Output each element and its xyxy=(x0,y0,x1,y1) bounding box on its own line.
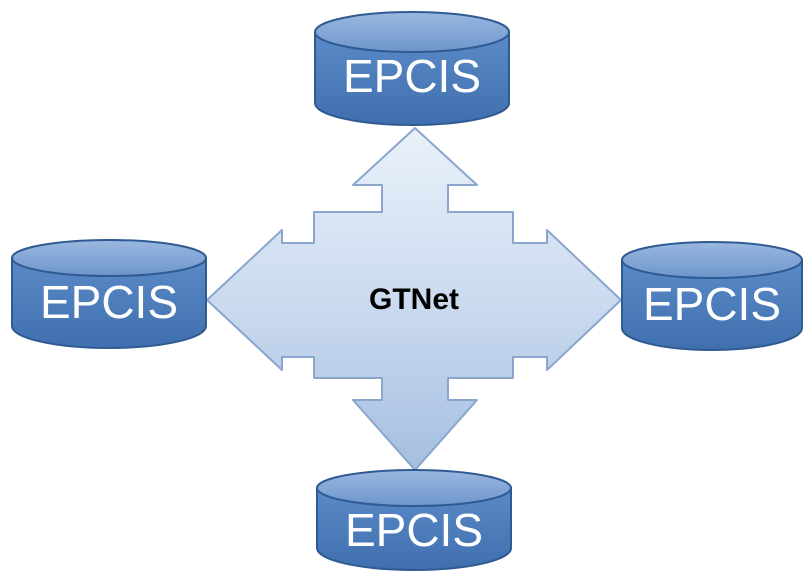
database-icon xyxy=(314,31,510,126)
database-icon xyxy=(11,257,207,349)
epcis-label-left: EPCIS xyxy=(40,276,178,328)
epcis-label-right: EPCIS xyxy=(643,278,781,330)
database-icon xyxy=(316,487,512,571)
epcis-database-top: EPCIS xyxy=(314,11,510,126)
epcis-database-right: EPCIS xyxy=(621,241,803,351)
database-icon xyxy=(621,259,803,351)
epcis-database-bottom: EPCIS xyxy=(316,469,512,571)
epcis-label-top: EPCIS xyxy=(343,50,481,102)
epcis-label-bottom: EPCIS xyxy=(345,504,483,556)
hub-label: GTNet xyxy=(369,283,459,316)
epcis-database-left: EPCIS xyxy=(11,239,207,349)
